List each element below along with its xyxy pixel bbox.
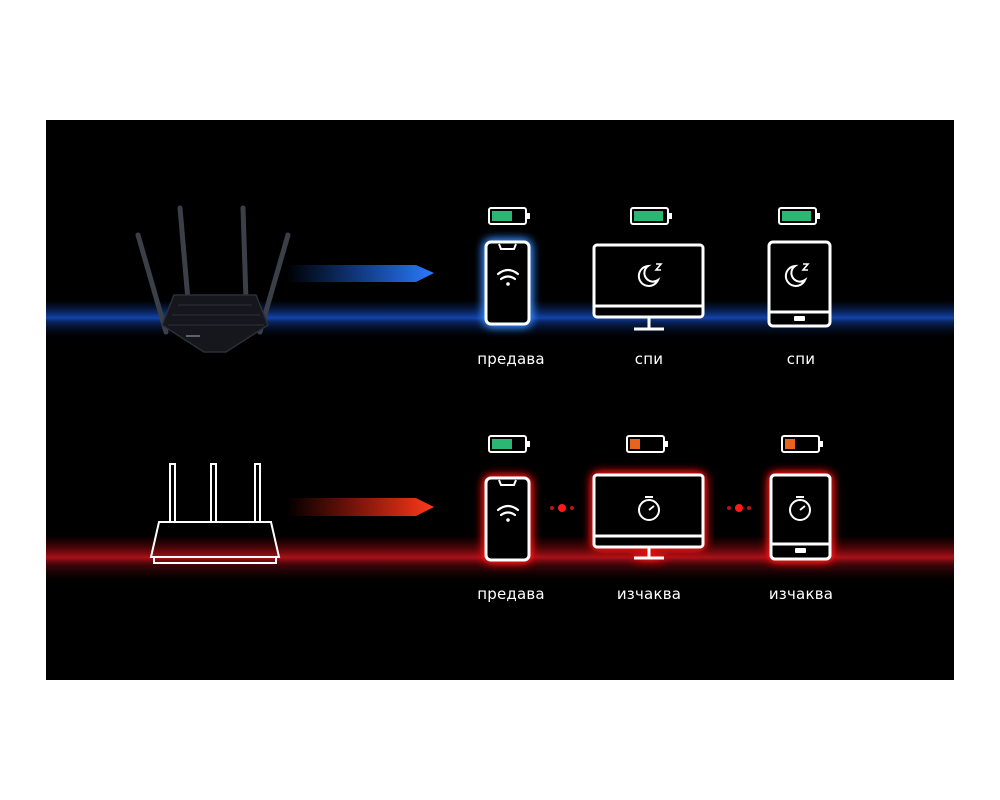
connection-dots: [727, 504, 751, 512]
router-four-antennas-icon: [135, 205, 291, 353]
tablet-stopwatch-icon: [769, 473, 832, 561]
tablet-sleep-icon: [767, 240, 832, 328]
router-three-antennas-icon: [149, 463, 281, 564]
connection-dots: [550, 504, 574, 512]
device-status-label: предава: [477, 350, 545, 368]
red-arrow: [286, 498, 434, 516]
battery-full-icon: [488, 207, 530, 225]
battery-full-icon: [630, 207, 672, 225]
battery-low-icon: [626, 435, 668, 453]
battery-full-icon: [778, 207, 820, 225]
device-status-label: изчаква: [768, 585, 834, 603]
device-status-label: спи: [786, 350, 816, 368]
battery-full-icon: [488, 435, 530, 453]
monitor-sleep-icon: [592, 243, 705, 331]
device-status-label: предава: [477, 585, 545, 603]
battery-low-icon: [781, 435, 823, 453]
device-status-label: изчаква: [616, 585, 682, 603]
device-status-label: спи: [634, 350, 664, 368]
illustration-panel: предава спи спи предава изчаква изчаква: [46, 120, 954, 680]
smartphone-wifi-icon: [484, 476, 531, 562]
smartphone-wifi-icon: [484, 240, 531, 326]
monitor-stopwatch-icon: [592, 473, 705, 560]
blue-arrow: [286, 265, 434, 282]
